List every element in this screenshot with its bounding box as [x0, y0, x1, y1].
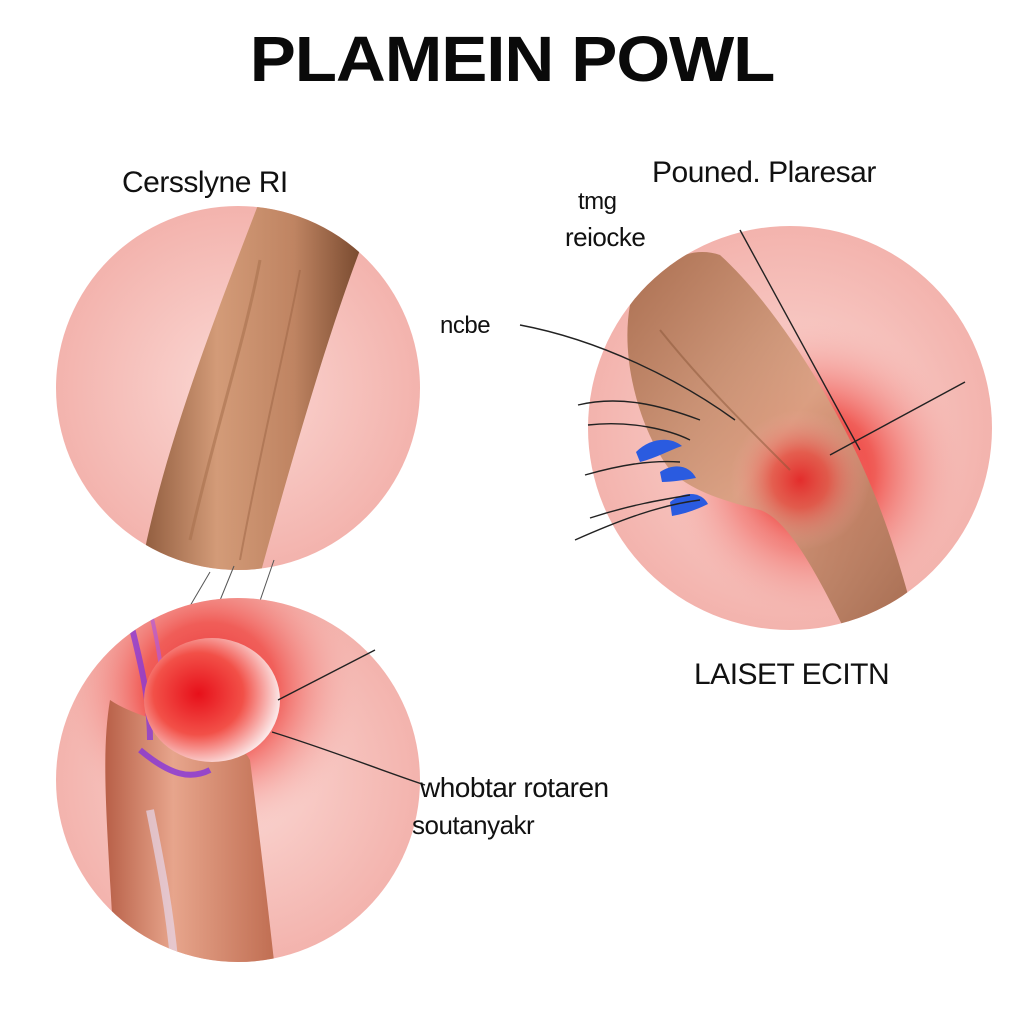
knee-pointer-lines — [271, 649, 426, 786]
elbow-pointer-lines — [519, 229, 966, 541]
knee-circle — [56, 598, 426, 962]
vein-icon — [636, 439, 708, 516]
label-tmg: tmg — [578, 188, 617, 215]
label-lower-line1: whobtar rotaren — [420, 772, 609, 803]
label-reiocke: reiocke — [565, 222, 646, 252]
label-ncbe: ncbe — [440, 312, 491, 339]
elbow-circle — [519, 226, 992, 630]
label-top-left: Cersslyne RI — [122, 166, 288, 199]
forearm-circle — [56, 206, 420, 570]
page-title: PLAMEIN POWL — [249, 23, 776, 95]
label-bottom-right: LAISET ECITN — [694, 658, 890, 691]
label-top-right: Pouned. Plaresar — [652, 156, 876, 189]
label-lower-line2: soutanyakr — [412, 810, 535, 840]
